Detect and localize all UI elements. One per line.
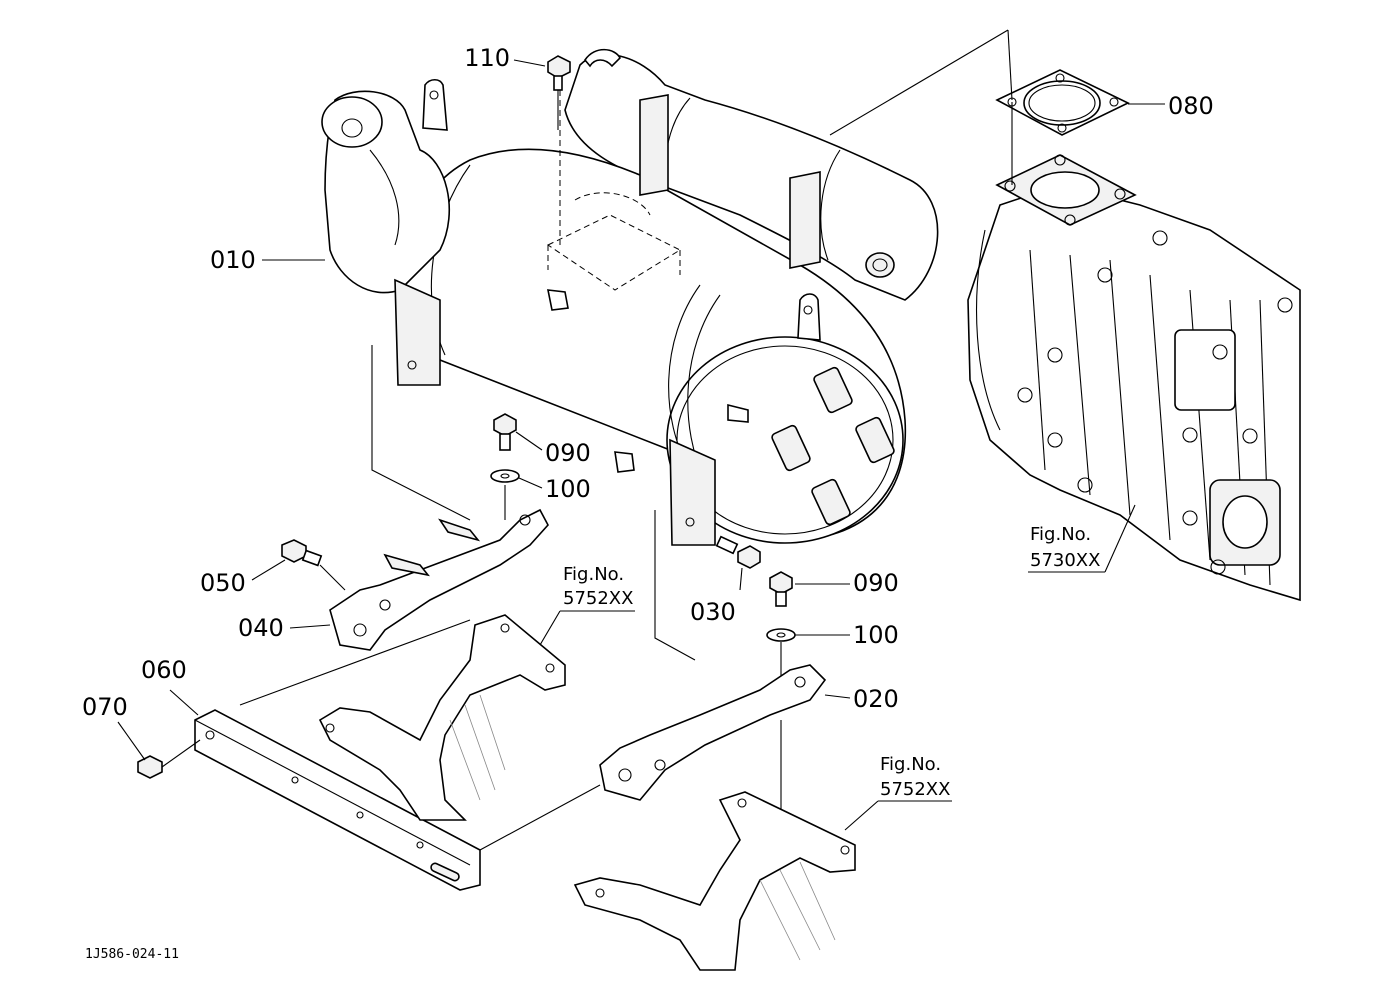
figure-ref-5730: Fig.No. 5730XX [1028, 504, 1136, 573]
callout-090-upper: 090 [545, 439, 591, 467]
callout-090-lower: 090 [853, 569, 899, 597]
engine-block [967, 184, 1301, 602]
turbo-outlet-flange [995, 154, 1137, 226]
muffler-010 [321, 78, 907, 546]
callout-070: 070 [82, 693, 128, 721]
figure-ref-number: 5730XX [1030, 550, 1100, 571]
callout-080: 080 [1168, 92, 1214, 120]
figure-ref-5752-lower: Fig.No. 5752XX [844, 754, 952, 831]
callout-020: 020 [853, 685, 899, 713]
bracket-020 [599, 664, 851, 810]
frame-rail-060 [169, 689, 481, 891]
figure-ref-number: 5752XX [880, 779, 950, 800]
bolt-050 [251, 539, 346, 591]
callout-060: 060 [141, 656, 187, 684]
callout-labels: 110 010 080 090 100 050 040 030 090 100 … [82, 44, 1214, 721]
callout-040: 040 [238, 614, 284, 642]
callout-110: 110 [464, 44, 510, 72]
bolt-030 [715, 535, 761, 591]
assembly-guide-lines [371, 345, 696, 851]
washer-100-upper [490, 469, 543, 520]
figure-ref-prefix: Fig.No. [880, 754, 941, 775]
gasket-080 [995, 69, 1130, 185]
bolt-090-upper [493, 413, 543, 451]
callout-030: 030 [690, 598, 736, 626]
figure-ref-number: 5752XX [563, 588, 633, 609]
frame-bracket-ref-lower [573, 791, 856, 971]
bracket-040 [289, 508, 549, 651]
hidden-flange-projection [546, 90, 682, 291]
figure-ref-5752-upper: Fig.No. 5752XX [539, 564, 635, 646]
drawing-code: 1J586-024-11 [85, 947, 179, 962]
figure-ref-prefix: Fig.No. [1030, 524, 1091, 545]
callout-010: 010 [210, 246, 256, 274]
figure-ref-prefix: Fig.No. [563, 564, 624, 585]
callout-050: 050 [200, 569, 246, 597]
callout-100-lower: 100 [853, 621, 899, 649]
bolt-110 [513, 55, 571, 130]
bolt-090-lower [769, 571, 850, 607]
callout-100-upper: 100 [545, 475, 591, 503]
bolt-070 [117, 721, 201, 779]
frame-bracket-ref-upper [239, 614, 566, 821]
